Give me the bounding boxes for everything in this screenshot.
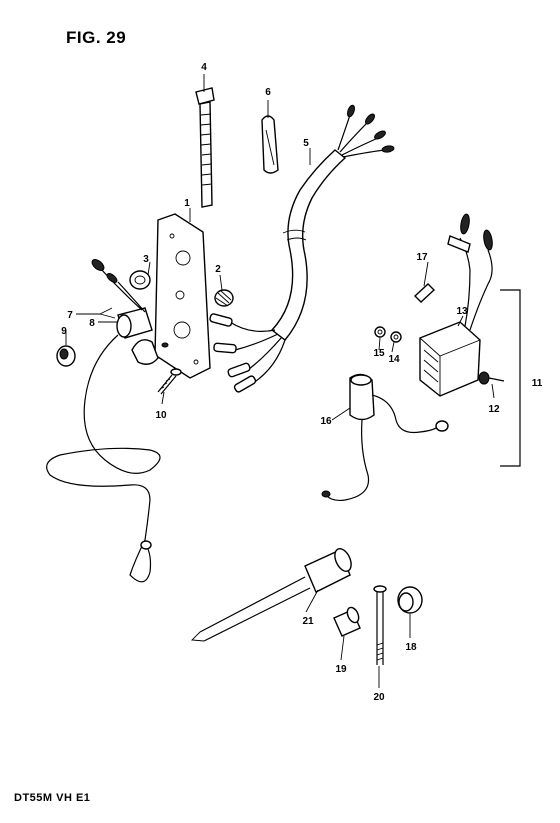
part-rubber-grommet (397, 586, 423, 614)
callout-12: 12 (488, 404, 500, 415)
part-switch-assembly (91, 259, 153, 339)
part-lanyard-cord (46, 334, 161, 583)
callout-6: 6 (265, 87, 271, 98)
part-grommet (129, 270, 151, 290)
part-lock-nut (131, 339, 169, 365)
callout-11: 11 (532, 378, 543, 389)
part-nut (374, 326, 386, 338)
callout-2: 2 (215, 264, 221, 275)
callout-17: 17 (416, 252, 428, 263)
callout-16: 16 (320, 416, 332, 427)
part-group-bracket (500, 289, 521, 467)
part-screw (157, 368, 182, 395)
callout-13: 13 (456, 306, 468, 317)
callout-labels: 4 6 5 1 2 3 7 8 9 10 17 13 15 14 11 12 1… (61, 62, 543, 703)
callout-5: 5 (303, 138, 309, 149)
part-cap (56, 345, 76, 367)
callout-8: 8 (89, 318, 95, 329)
model-code: DT55M VH E1 (14, 792, 91, 804)
callout-21: 21 (302, 616, 314, 627)
part-sensor-probe (190, 548, 352, 642)
leader-lines (65, 74, 495, 688)
part-sleeve (333, 606, 361, 637)
part-long-bolt (373, 585, 387, 665)
callout-19: 19 (335, 664, 347, 675)
part-bolt (478, 371, 505, 385)
part-thermo-switch (321, 373, 449, 502)
callout-10: 10 (155, 410, 167, 421)
part-cable-tie (195, 87, 215, 208)
callout-9: 9 (61, 326, 67, 337)
part-panel-plate (154, 213, 211, 379)
part-bushing (214, 289, 234, 307)
part-clip (261, 115, 279, 174)
callout-4: 4 (201, 62, 207, 73)
callout-7: 7 (67, 310, 73, 321)
part-rectifier (419, 213, 493, 397)
callout-20: 20 (373, 692, 385, 703)
figure-title: FIG. 29 (66, 28, 127, 47)
part-fuse (413, 283, 436, 303)
callout-3: 3 (143, 254, 149, 265)
callout-15: 15 (373, 348, 385, 359)
callout-14: 14 (388, 354, 400, 365)
callout-1: 1 (184, 198, 190, 209)
part-washer (390, 331, 402, 343)
part-wiring-harness (209, 104, 395, 393)
callout-18: 18 (405, 642, 417, 653)
